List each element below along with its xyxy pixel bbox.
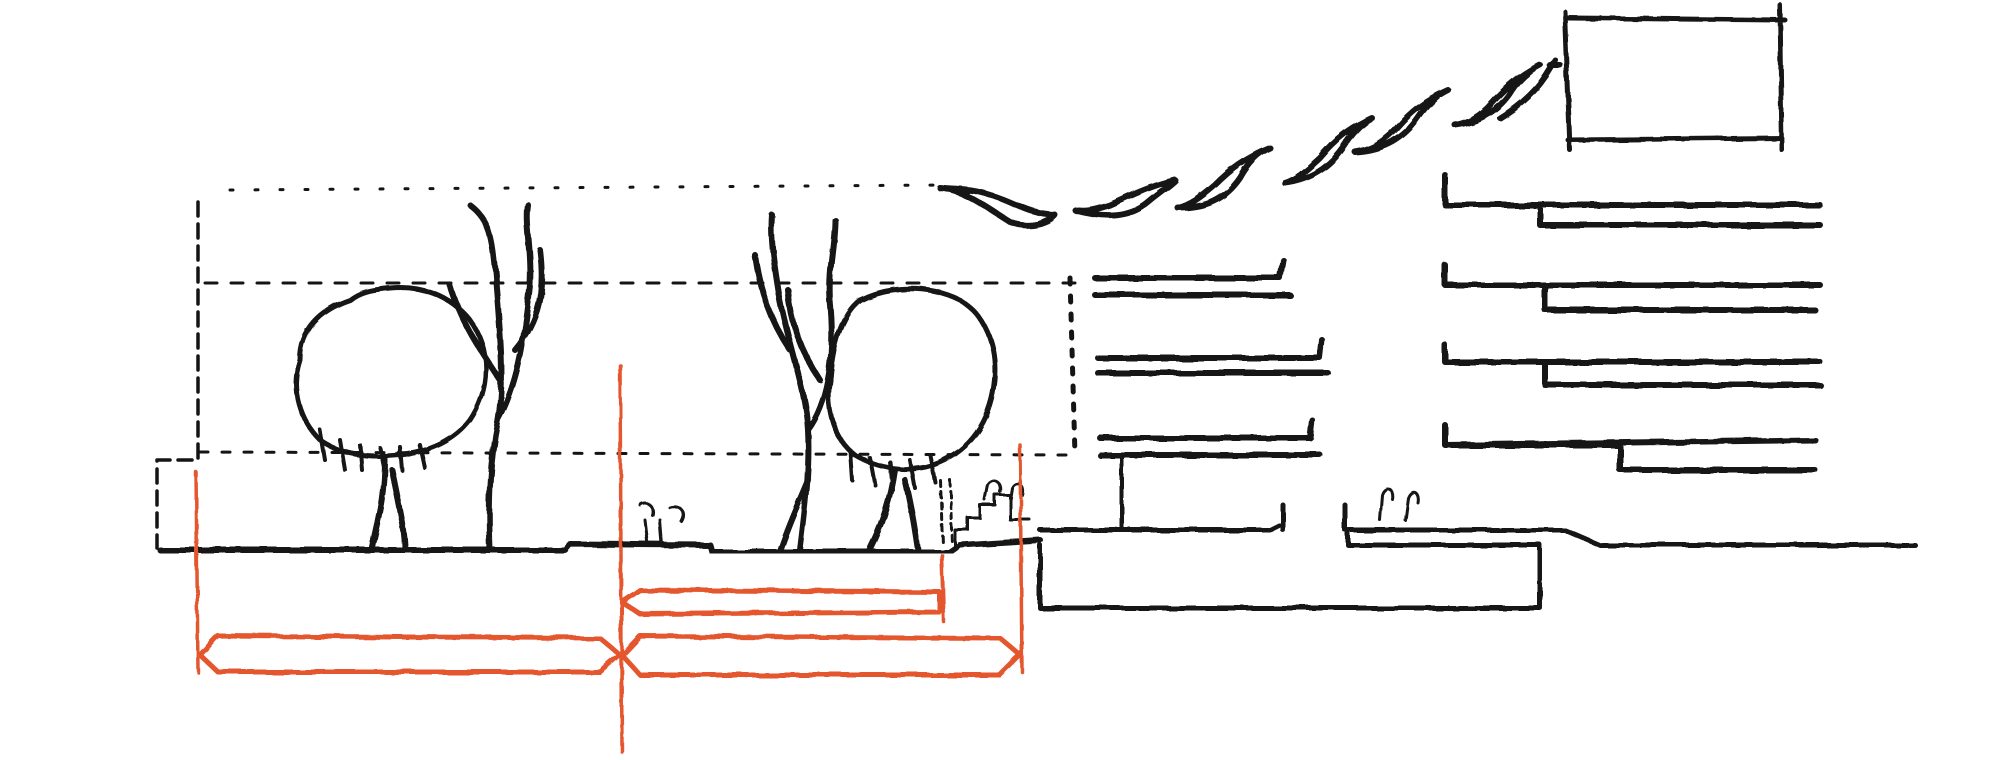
ground-line	[157, 522, 1918, 555]
dimension-tick-mid	[940, 553, 946, 624]
street-tree-2	[752, 212, 998, 553]
dimension-arrow-lower-left	[197, 633, 623, 675]
dimension-tick-right	[1018, 443, 1024, 674]
glazed-facade-dashes	[1067, 275, 1078, 458]
roof-canopy-fins	[937, 57, 1563, 229]
entry-steps	[938, 478, 1032, 547]
dimension-tick-center	[618, 363, 624, 754]
existing-building-outline	[126, 200, 202, 550]
upper-tower-block	[1562, 2, 1788, 153]
building-floor-slabs-right	[1442, 172, 1823, 473]
building-floor-slabs-left	[1092, 257, 1331, 532]
building-core	[1037, 487, 1543, 611]
street-tree-1	[293, 202, 545, 553]
height-reference-lines	[198, 183, 1087, 457]
people-figures-left	[638, 501, 686, 547]
dimension-arrow-lower-right	[619, 633, 1023, 678]
dimension-arrow-upper	[619, 587, 943, 617]
dimension-tick-left	[194, 470, 200, 674]
dimension-markers	[194, 363, 1024, 754]
